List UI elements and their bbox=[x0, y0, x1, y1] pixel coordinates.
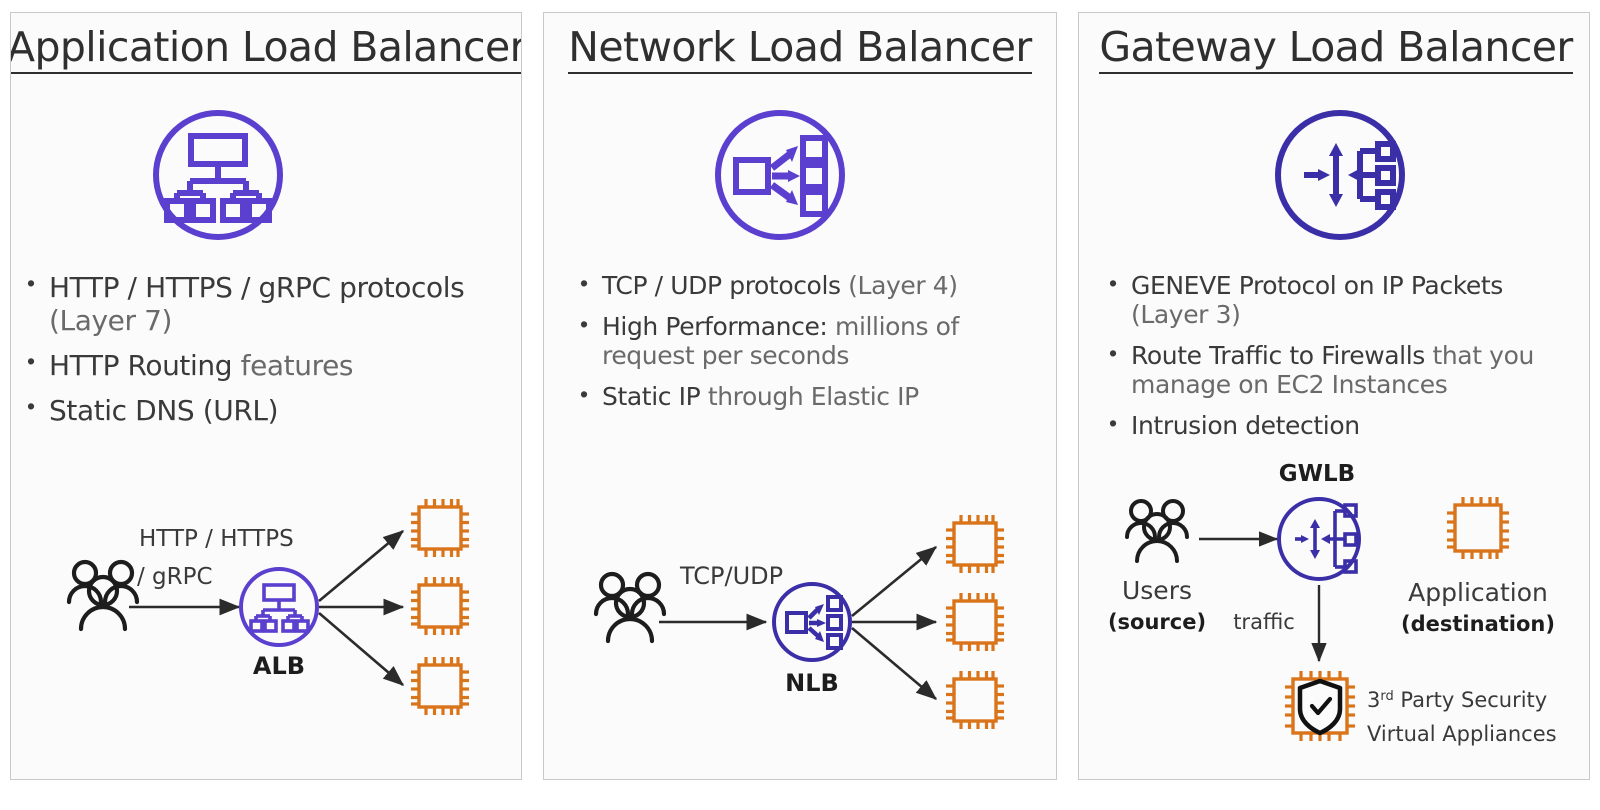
svg-text:HTTP / HTTPS: HTTP / HTTPS bbox=[139, 526, 294, 552]
gwlb-heading: GWLB bbox=[1279, 461, 1355, 487]
page-title-nlb: Network Load Balancer bbox=[568, 27, 1032, 74]
bullet-text: TCP / UDP protocols (Layer 4) bbox=[602, 271, 958, 300]
list-item: • HTTP Routing features bbox=[27, 348, 501, 383]
bullet-dot-icon: • bbox=[1109, 270, 1118, 296]
bullet-list-nlb: • TCP / UDP protocols (Layer 4) • High P… bbox=[544, 270, 1056, 423]
diagram-gwlb: GWLB Users (source) bbox=[1079, 449, 1589, 779]
panel-row: Application Load Balancer bbox=[10, 12, 1590, 780]
list-item: • Intrusion detection bbox=[1109, 410, 1583, 440]
panel-gateway-load-balancer: Gateway Load Balancer bbox=[1078, 12, 1590, 780]
ec2-chip-icon bbox=[946, 593, 1004, 651]
ec2-chip-icon bbox=[946, 671, 1004, 729]
panel-title-wrap: Application Load Balancer bbox=[11, 27, 521, 74]
list-item: • Static IP through Elastic IP bbox=[580, 381, 1042, 411]
alb-node-icon bbox=[239, 567, 319, 647]
ec2-chip-icon bbox=[411, 499, 469, 557]
bullet-dot-icon: • bbox=[580, 381, 589, 407]
panel-network-load-balancer: Network Load Balancer bbox=[543, 12, 1057, 780]
bullet-text: GENEVE Protocol on IP Packets (Layer 3) bbox=[1131, 271, 1503, 329]
ec2-chip-icon bbox=[411, 577, 469, 635]
bullet-dot-icon: • bbox=[1109, 340, 1118, 366]
alb-tree-icon bbox=[11, 105, 473, 245]
appliance-label-line1: 3rd Party Security bbox=[1367, 688, 1547, 712]
users-icon bbox=[66, 559, 140, 632]
list-item: • Route Traffic to Firewalls that you ma… bbox=[1109, 340, 1583, 399]
gwlb-node-icon bbox=[1277, 497, 1361, 581]
gwlb-route-icon bbox=[1085, 105, 1589, 245]
bullet-text: HTTP Routing features bbox=[49, 349, 354, 383]
bullet-dot-icon: • bbox=[1109, 410, 1118, 436]
application-label: Application bbox=[1408, 578, 1548, 607]
traffic-label: traffic bbox=[1233, 610, 1295, 634]
panel-application-load-balancer: Application Load Balancer bbox=[10, 12, 522, 780]
application-sublabel: (destination) bbox=[1401, 612, 1555, 636]
ec2-chip-icon bbox=[1447, 497, 1509, 559]
bullet-text: Static IP through Elastic IP bbox=[602, 382, 919, 411]
bullet-dot-icon: • bbox=[27, 270, 36, 296]
list-item: • High Performance: millions of request … bbox=[580, 311, 1042, 370]
nlb-node-icon bbox=[772, 582, 852, 662]
alb-node-label: ALB bbox=[253, 652, 305, 680]
users-icon bbox=[1125, 499, 1189, 563]
users-label: Users bbox=[1122, 576, 1192, 605]
bullet-text: Route Traffic to Firewalls that you mana… bbox=[1131, 341, 1534, 399]
list-item: • Static DNS (URL) bbox=[27, 393, 501, 428]
bullet-text: Static DNS (URL) bbox=[49, 394, 279, 428]
nlb-fanout-icon bbox=[544, 105, 1036, 245]
users-sublabel: (source) bbox=[1108, 610, 1206, 634]
page-title-alb: Application Load Balancer bbox=[11, 27, 521, 74]
ec2-chip-icon bbox=[411, 657, 469, 715]
bullet-list-alb: • HTTP / HTTPS / gRPC protocols (Layer 7… bbox=[11, 270, 521, 439]
bullet-dot-icon: • bbox=[580, 311, 589, 337]
bullet-text: High Performance: millions of request pe… bbox=[602, 312, 959, 370]
panel-title-wrap: Network Load Balancer bbox=[544, 27, 1056, 74]
svg-text:TCP/UDP: TCP/UDP bbox=[679, 562, 783, 590]
bullet-text: Intrusion detection bbox=[1131, 411, 1360, 440]
ec2-chip-icon bbox=[946, 515, 1004, 573]
panel-title-wrap: Gateway Load Balancer bbox=[1081, 27, 1589, 74]
bullet-dot-icon: • bbox=[27, 348, 36, 375]
list-item: • GENEVE Protocol on IP Packets (Layer 3… bbox=[1109, 270, 1583, 329]
bullet-dot-icon: • bbox=[580, 270, 589, 296]
users-icon bbox=[593, 571, 667, 644]
bullet-dot-icon: • bbox=[27, 393, 36, 420]
bullet-text: HTTP / HTTPS / gRPC protocols (Layer 7) bbox=[49, 271, 465, 338]
bullet-list-gwlb: • GENEVE Protocol on IP Packets (Layer 3… bbox=[1079, 270, 1589, 452]
svg-text:/ gRPC: / gRPC bbox=[137, 564, 213, 590]
diagram-nlb: TCP/UDP bbox=[544, 479, 1056, 779]
page-title-gwlb: Gateway Load Balancer bbox=[1099, 27, 1573, 74]
security-chip-icon bbox=[1285, 671, 1355, 741]
appliance-label-line2: Virtual Appliances bbox=[1367, 722, 1557, 746]
diagram-alb: HTTP / HTTPS / gRPC bbox=[11, 479, 521, 779]
nlb-node-label: NLB bbox=[785, 669, 839, 697]
list-item: • HTTP / HTTPS / gRPC protocols (Layer 7… bbox=[27, 270, 501, 338]
list-item: • TCP / UDP protocols (Layer 4) bbox=[580, 270, 1042, 300]
